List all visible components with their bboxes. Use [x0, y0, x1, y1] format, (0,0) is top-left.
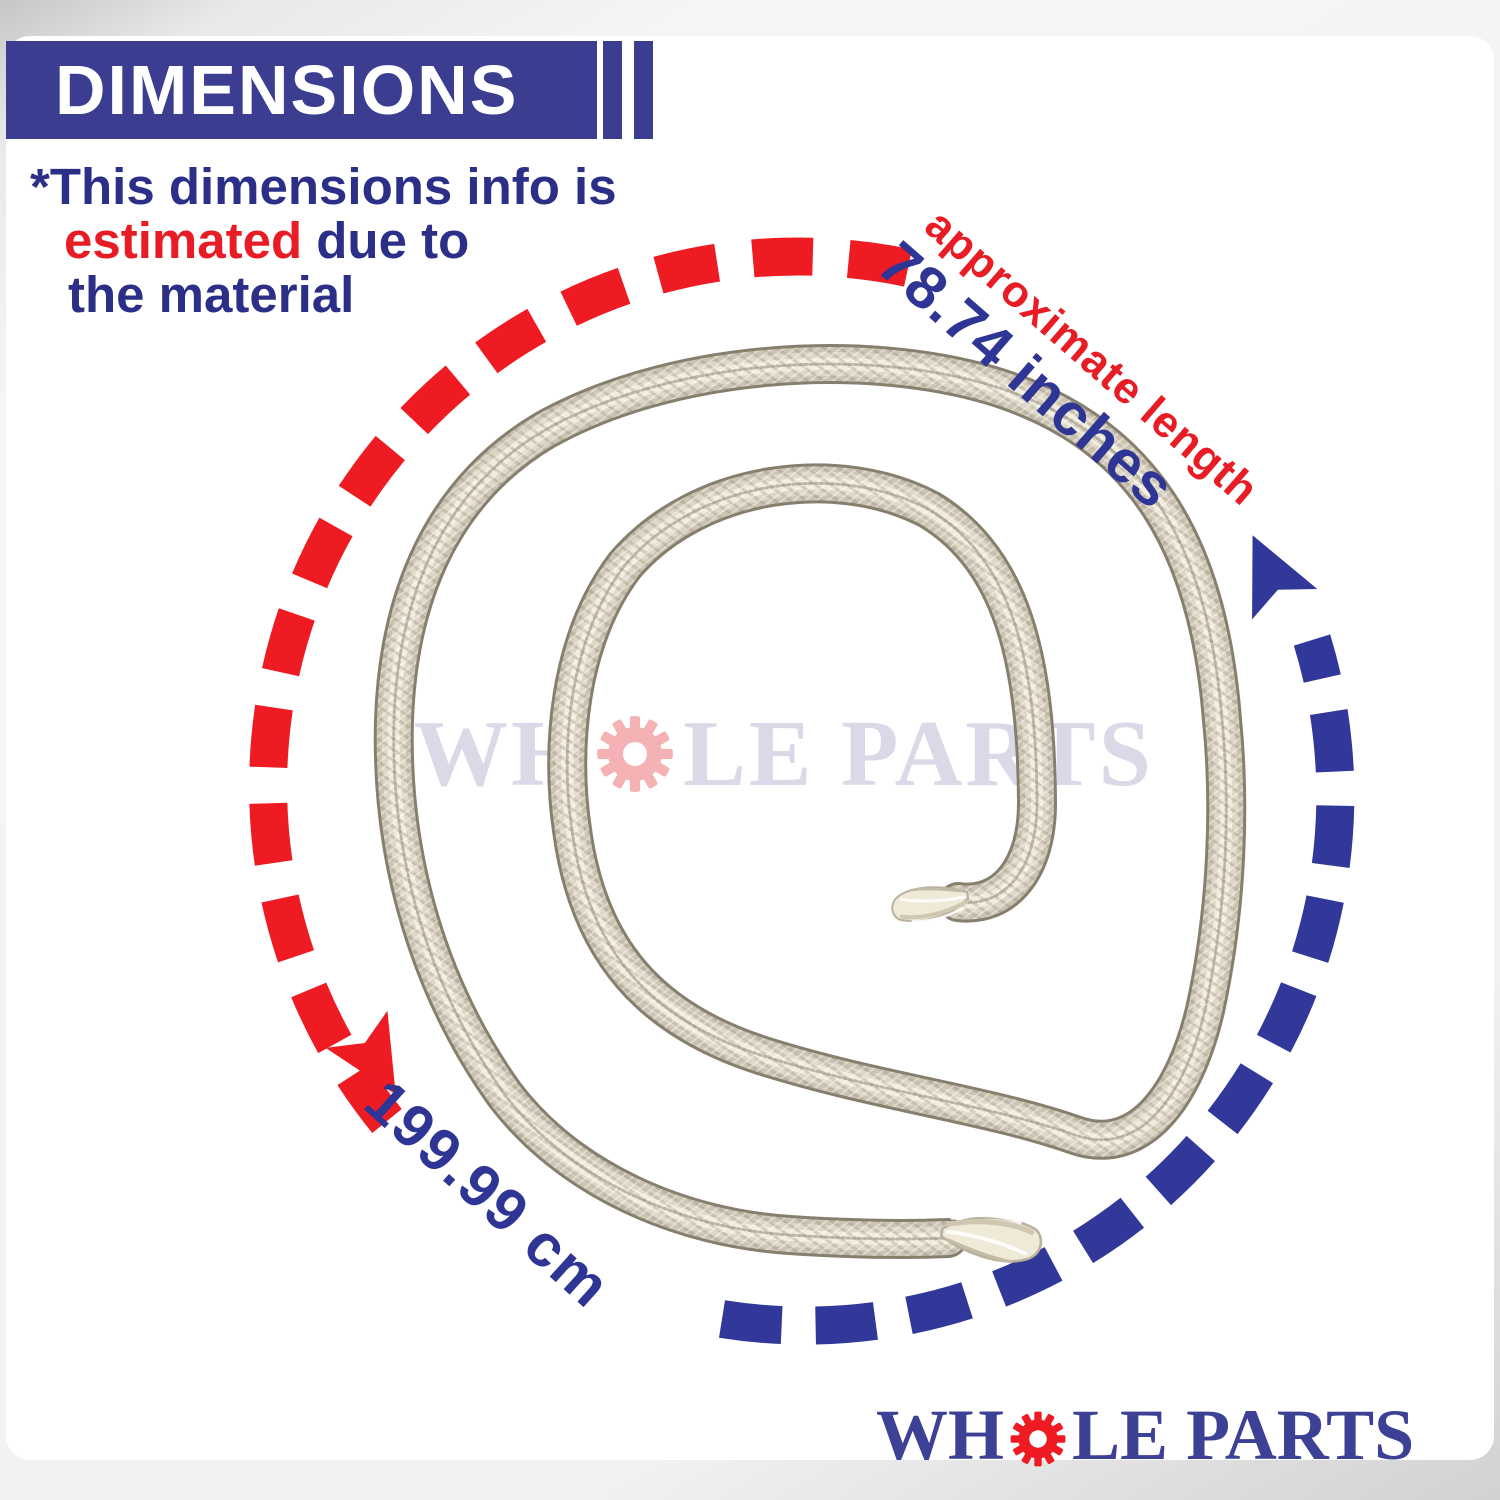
- red-dashed-arc: [249, 237, 912, 1133]
- disclaimer-line-2: estimated due to: [64, 211, 469, 270]
- red-arrowhead-icon: [325, 1010, 396, 1095]
- blue-arrowhead-icon: [1252, 535, 1318, 620]
- title-banner: DIMENSIONS: [6, 41, 597, 139]
- banner-accent-bar-2: [634, 41, 653, 139]
- rope-fray-outer-end: [939, 1208, 1044, 1268]
- gasket-rope: [394, 364, 1227, 1239]
- banner-accent-bar-1: [603, 41, 622, 139]
- disclaimer-line-2-rest: due to: [302, 212, 470, 269]
- disclaimer-highlight: estimated: [64, 212, 303, 269]
- watermark-text-right: LE PARTS: [683, 702, 1154, 806]
- brand-logo: WH LE PARTS: [876, 1394, 1414, 1477]
- gear-icon: [1010, 1411, 1066, 1466]
- page-title: DIMENSIONS: [55, 51, 519, 129]
- disclaimer-line-1: *This dimensions info is: [30, 158, 617, 215]
- logo-text-right: LE PARTS: [1072, 1395, 1415, 1475]
- logo-text-left: WH: [876, 1395, 1005, 1475]
- disclaimer-line-3: the material: [68, 266, 355, 323]
